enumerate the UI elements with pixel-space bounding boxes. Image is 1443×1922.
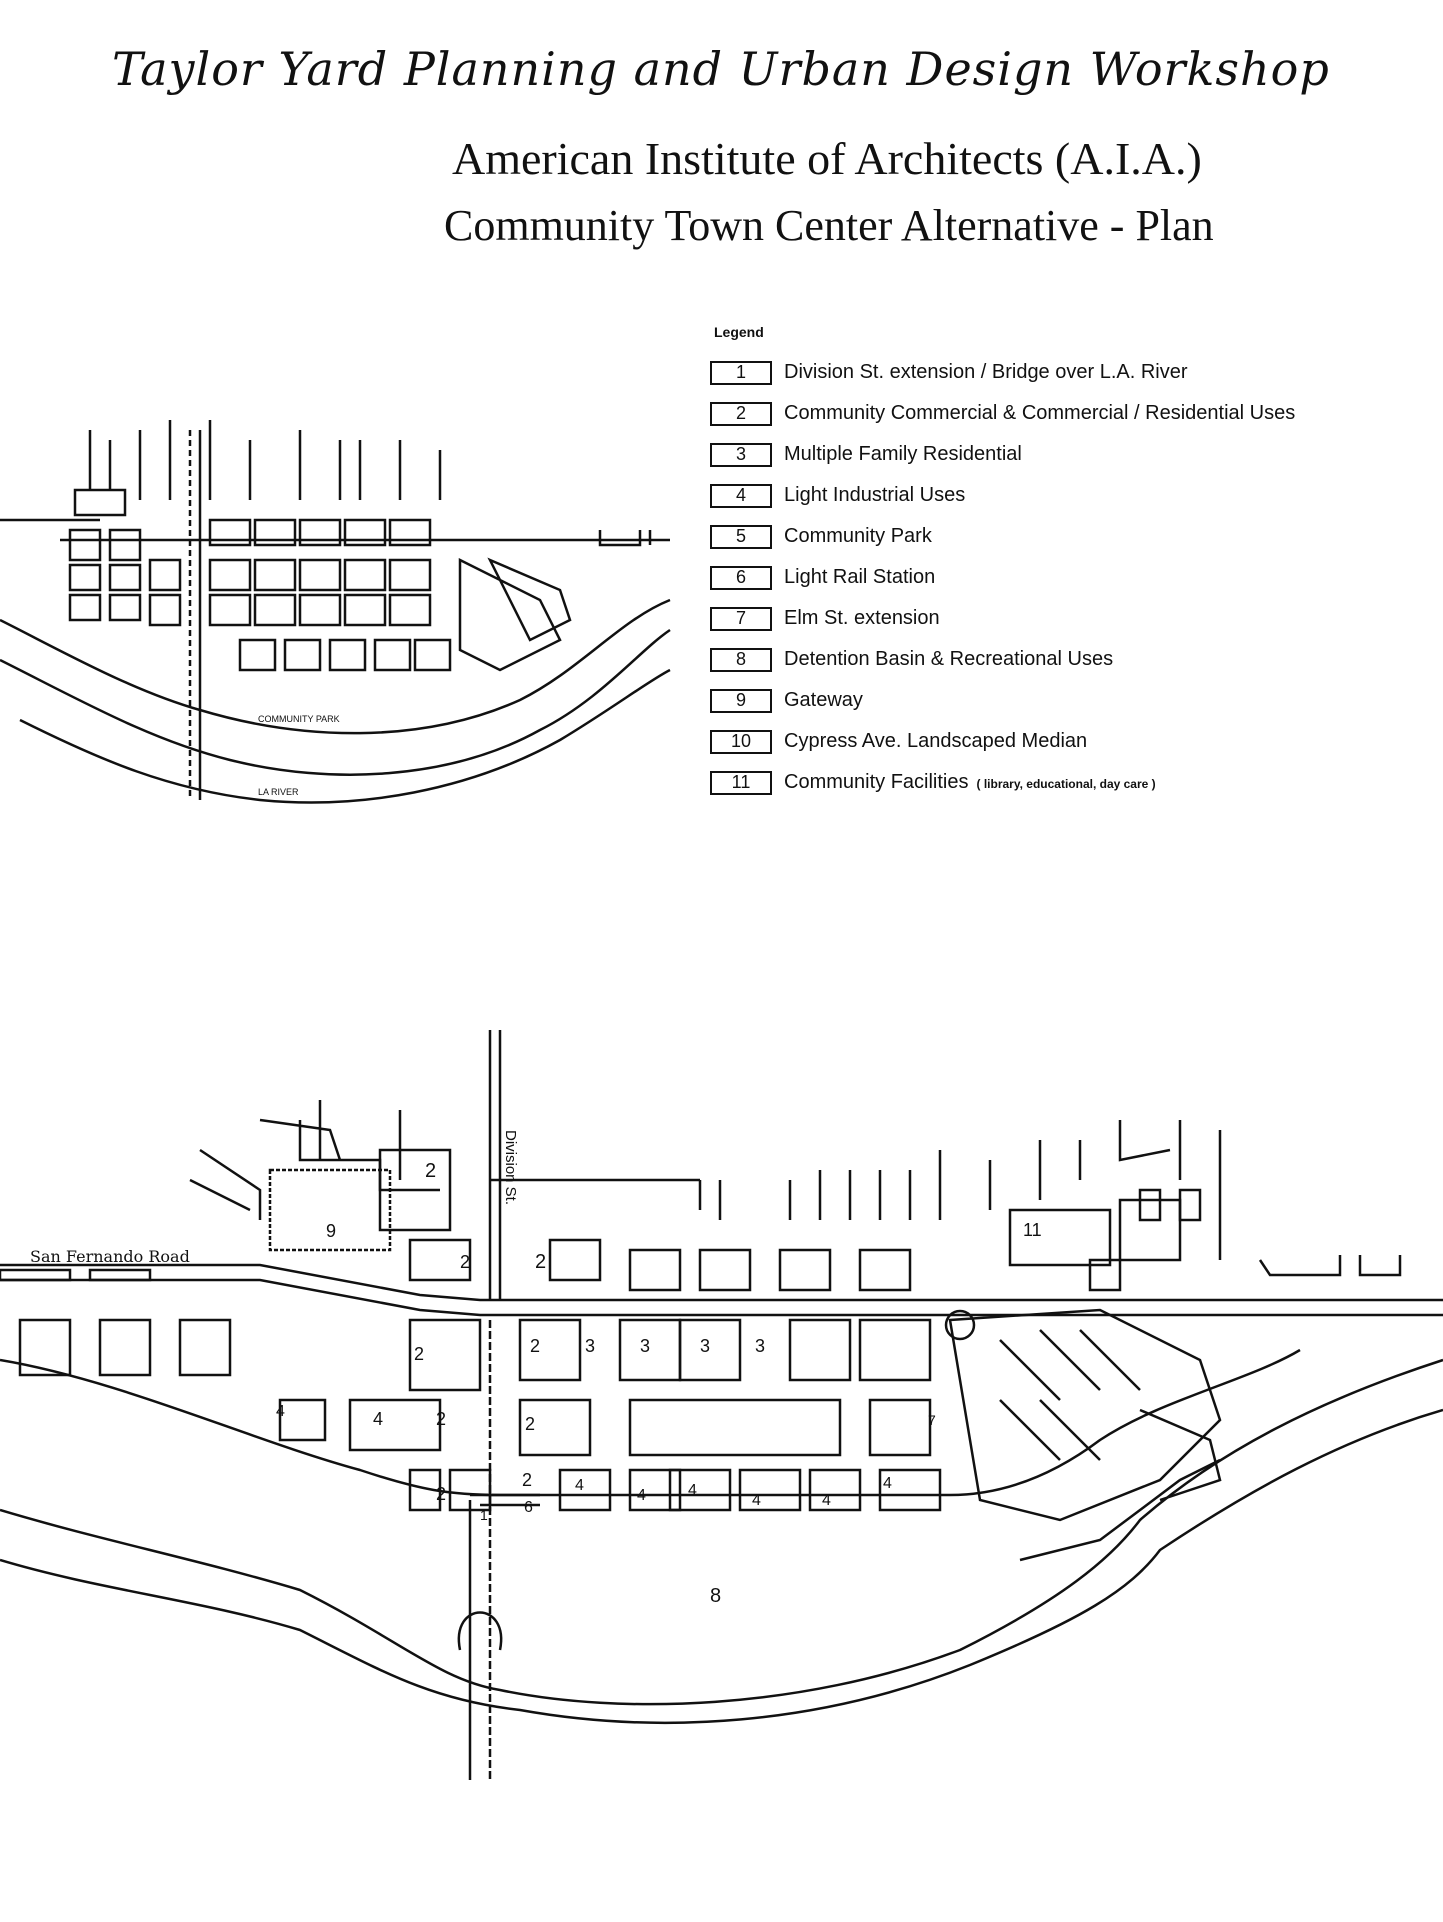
block-label: 4 [822,1492,831,1509]
overview-river-bank-middle [0,628,671,776]
legend-number-box: 2 [710,401,772,426]
east-residential-district [944,1188,1222,1562]
san-fernando-road-label: San Fernando Road [30,1247,190,1266]
block-label: 2 [522,1470,532,1490]
legend-number-box: 10 [710,729,772,754]
legend-number-box: 11 [710,770,772,795]
legend-number-box: 3 [710,442,772,467]
legend-item: 11 Community Facilities ( library, educati… [710,762,1400,803]
legend-label: Cypress Ave. Landscaped Median [784,730,1087,753]
legend-number-box: 6 [710,565,772,590]
block-label: 9 [326,1221,336,1241]
railroad-alignment [0,1348,1301,1497]
legend-label: Light Rail Station [784,566,935,589]
block-label: 4 [637,1487,646,1504]
legend-label: Detention Basin & Recreational Uses [784,648,1113,671]
legend-item: 5 Community Park [710,516,1400,557]
legend-item: 6 Light Rail Station [710,557,1400,598]
block-label: 3 [755,1336,765,1356]
legend-list: 1 Division St. extension / Bridge over L.… [710,352,1400,803]
legend-item: 9 Gateway [710,680,1400,721]
workshop-title: Taylor Yard Planning and Urban Design Wo… [112,42,1330,96]
legend-item: 4 Light Industrial Uses [710,475,1400,516]
overview-park-label: COMMUNITY PARK [258,714,340,724]
overview-river-bank-upper [0,598,671,735]
legend-label: Elm St. extension [784,607,940,630]
legend-label-text: Division St. extension / Bridge over L.A… [784,361,1188,383]
legend-label-text: Cypress Ave. Landscaped Median [784,730,1088,752]
legend-item: 3 Multiple Family Residential [710,434,1400,475]
block-label: 3 [700,1336,710,1356]
block-label: 2 [460,1252,470,1272]
river-bank-north [0,1358,1443,1706]
legend-number-box: 5 [710,524,772,549]
legend-item: 7 Elm St. extension [710,598,1400,639]
legend-label-text: Detention Basin & Recreational Uses [784,648,1114,670]
legend-label-text: Multiple Family Residential [784,443,1022,465]
block-label: 2 [436,1409,446,1429]
river-bank-south [0,1408,1443,1725]
organization-title: American Institute of Architects (A.I.A.… [452,133,1202,184]
legend-number-box: 9 [710,688,772,713]
legend-number-box: 8 [710,647,772,672]
block-label: 4 [575,1477,584,1494]
overview-river-bank-lower [19,668,671,804]
legend-heading: Legend [714,324,764,340]
legend-note: ( library, educational, day care ) [976,777,1156,791]
legend-item: 8 Detention Basin & Recreational Uses [710,639,1400,680]
block-label: 2 [425,1160,436,1182]
legend-item: 1 Division St. extension / Bridge over L.… [710,352,1400,393]
legend-number-box: 1 [710,360,772,385]
block-label: 4 [688,1482,697,1499]
block-label: 3 [585,1336,595,1356]
block-label: 1 [480,1507,488,1523]
legend-label: Community Facilities ( library, education… [784,771,1156,794]
block-label: 2 [414,1344,424,1364]
legend-label: Light Industrial Uses [784,484,965,507]
block-label: 4 [752,1492,761,1509]
block-label: 7 [928,1412,936,1428]
division-street-label: Division St. [502,1130,519,1205]
san-fernando-road [0,1263,940,1302]
block-label: 4 [883,1475,892,1492]
legend-label: Community Commercial & Commercial / Resi… [784,402,1295,425]
legend-number-box: 4 [710,483,772,508]
block-label: 6 [524,1499,533,1516]
block-label: 3 [640,1336,650,1356]
detention-basin-label: 8 [710,1585,721,1607]
plan-title: Community Town Center Alternative - Plan [444,201,1214,250]
division-bridge [470,1493,540,1507]
legend-label: Gateway [784,689,863,712]
block-label: 2 [535,1251,546,1273]
legend-label-text: Community Park [784,525,932,547]
legend-label: Community Park [784,525,932,548]
block-label: 2 [530,1336,540,1356]
block-label: 2 [436,1484,446,1504]
legend-label-text: Light Rail Station [784,566,936,588]
legend-label: Multiple Family Residential [784,443,1022,466]
block-label: 11 [1023,1220,1042,1240]
legend-label-text: Community Commercial & Commercial / Resi… [784,402,1296,424]
legend-label-text: Light Industrial Uses [784,484,966,506]
overview-blocks [68,488,572,672]
block-label: 4 [373,1409,383,1429]
overview-river-label: LA RIVER [258,787,299,797]
block-label: 2 [525,1414,535,1434]
legend-number-box: 7 [710,606,772,631]
legend-label: Division St. extension / Bridge over L.A… [784,361,1188,384]
legend-item: 2 Community Commercial & Commercial / Res… [710,393,1400,434]
legend-item: 10 Cypress Ave. Landscaped Median [710,721,1400,762]
legend-label-text: Gateway [784,689,863,711]
legend-label-text: Elm St. extension [784,607,940,629]
block-label: 4 [276,1403,285,1420]
town-center-blocks [0,1148,942,1512]
legend: Legend 1 Division St. extension / Bridge … [710,324,1400,803]
legend-label-text: Community Facilities [784,771,969,793]
